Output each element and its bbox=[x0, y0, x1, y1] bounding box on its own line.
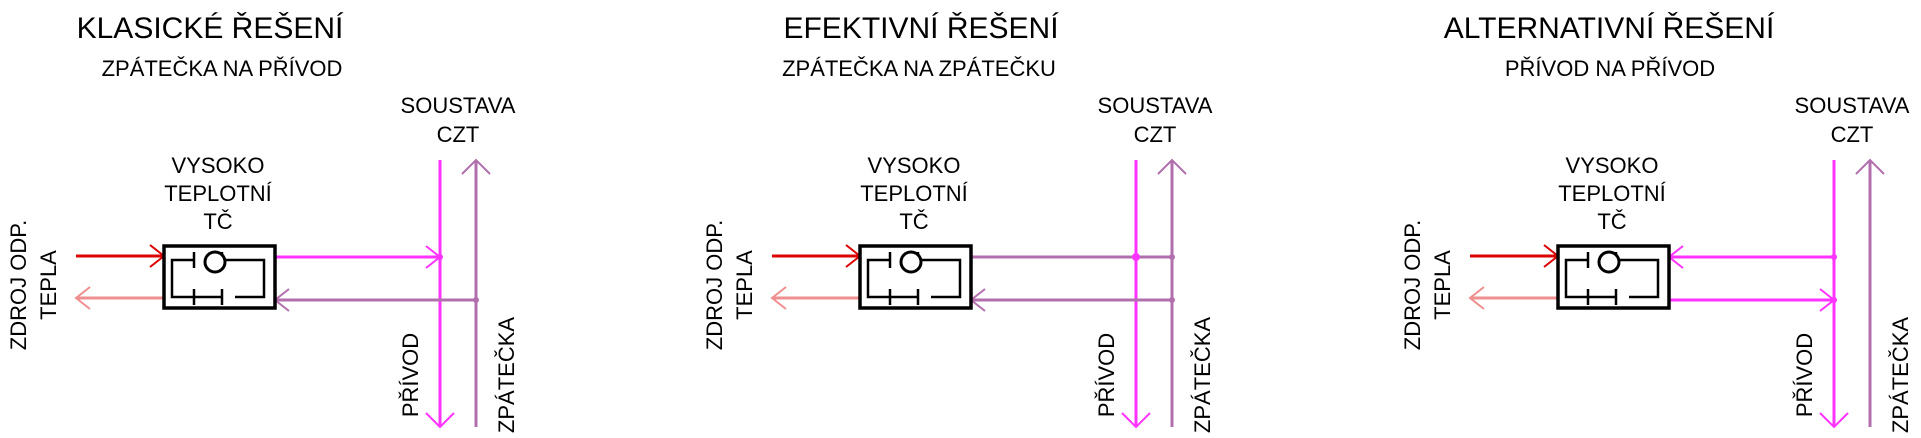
return-arrow-icon bbox=[1855, 158, 1885, 175]
supply-label: PŘÍVOD bbox=[1792, 333, 1817, 417]
panel-subtitle: ZPÁTEČKA NA ZPÁTEČKU bbox=[782, 56, 1056, 81]
panel-effective: EFEKTIVNÍ ŘEŠENÍ ZPÁTEČKA NA ZPÁTEČKU SO… bbox=[702, 11, 1215, 433]
junction-node bbox=[473, 297, 479, 303]
heat-pump-label-line2: TEPLOTNÍ bbox=[164, 181, 272, 206]
junction-node bbox=[437, 254, 443, 260]
system-label-line2: CZT bbox=[1831, 122, 1874, 147]
compressor-icon bbox=[1597, 250, 1621, 274]
source-label-line1: ZDROJ ODP. bbox=[6, 220, 31, 350]
heat-pump-label-line3: TČ bbox=[203, 209, 232, 234]
system-label-line1: SOUSTAVA bbox=[401, 93, 516, 118]
supply-arrow-icon bbox=[1121, 412, 1151, 429]
system-label-line1: SOUSTAVA bbox=[1098, 93, 1213, 118]
source-label-line2: TEPLA bbox=[732, 250, 757, 320]
system-label-line1: SOUSTAVA bbox=[1795, 93, 1910, 118]
return-arrow-icon bbox=[1157, 158, 1187, 175]
source-cool-arrow-icon bbox=[1468, 286, 1485, 310]
return-label: ZPÁTEČKA bbox=[494, 317, 519, 433]
heat-pump-symbol bbox=[162, 244, 277, 310]
heat-pump-label-line3: TČ bbox=[899, 209, 928, 234]
panel-subtitle: PŘÍVOD NA PŘÍVOD bbox=[1505, 56, 1715, 81]
panel-classic: KLASICKÉ ŘEŠENÍ ZPÁTEČKA NA PŘÍVOD SOUST… bbox=[6, 11, 519, 433]
return-label: ZPÁTEČKA bbox=[1190, 317, 1215, 433]
panel-title: KLASICKÉ ŘEŠENÍ bbox=[77, 11, 344, 45]
panel-subtitle: ZPÁTEČKA NA PŘÍVOD bbox=[102, 56, 343, 81]
heat-pump-label-line1: VYSOKO bbox=[172, 153, 265, 178]
heat-pump-label-line3: TČ bbox=[1597, 209, 1626, 234]
heat-pump-symbol bbox=[1556, 244, 1671, 310]
junction-node bbox=[1169, 254, 1175, 260]
system-label-line2: CZT bbox=[1134, 122, 1177, 147]
compressor-icon bbox=[899, 250, 923, 274]
junction-node bbox=[1132, 253, 1140, 261]
panel-title: ALTERNATIVNÍ ŘEŠENÍ bbox=[1444, 11, 1775, 45]
junction-node bbox=[1169, 297, 1175, 303]
heat-pump-label-line1: VYSOKO bbox=[868, 153, 961, 178]
compressor-icon bbox=[203, 250, 227, 274]
junction-node bbox=[1831, 297, 1837, 303]
return-arrow-icon bbox=[461, 158, 491, 175]
source-cool-arrow-icon bbox=[770, 286, 787, 310]
source-label-line1: ZDROJ ODP. bbox=[1400, 220, 1425, 350]
supply-arrow-icon bbox=[1819, 412, 1849, 429]
system-label-line2: CZT bbox=[437, 122, 480, 147]
panel-alternative: ALTERNATIVNÍ ŘEŠENÍ PŘÍVOD NA PŘÍVOD SOU… bbox=[1400, 11, 1913, 433]
junction-node bbox=[1831, 254, 1837, 260]
heat-pump-label-line1: VYSOKO bbox=[1566, 153, 1659, 178]
source-label-line2: TEPLA bbox=[36, 250, 61, 320]
supply-label: PŘÍVOD bbox=[398, 333, 423, 417]
source-cool-arrow-icon bbox=[74, 286, 91, 310]
return-label: ZPÁTEČKA bbox=[1888, 317, 1913, 433]
panel-title: EFEKTIVNÍ ŘEŠENÍ bbox=[783, 11, 1059, 45]
supply-label: PŘÍVOD bbox=[1094, 333, 1119, 417]
heat-pump-label-line2: TEPLOTNÍ bbox=[860, 181, 968, 206]
heat-pump-label-line2: TEPLOTNÍ bbox=[1558, 181, 1666, 206]
supply-arrow-icon bbox=[425, 412, 455, 429]
heat-pump-symbol bbox=[858, 244, 973, 310]
source-label-line2: TEPLA bbox=[1430, 250, 1455, 320]
source-label-line1: ZDROJ ODP. bbox=[702, 220, 727, 350]
